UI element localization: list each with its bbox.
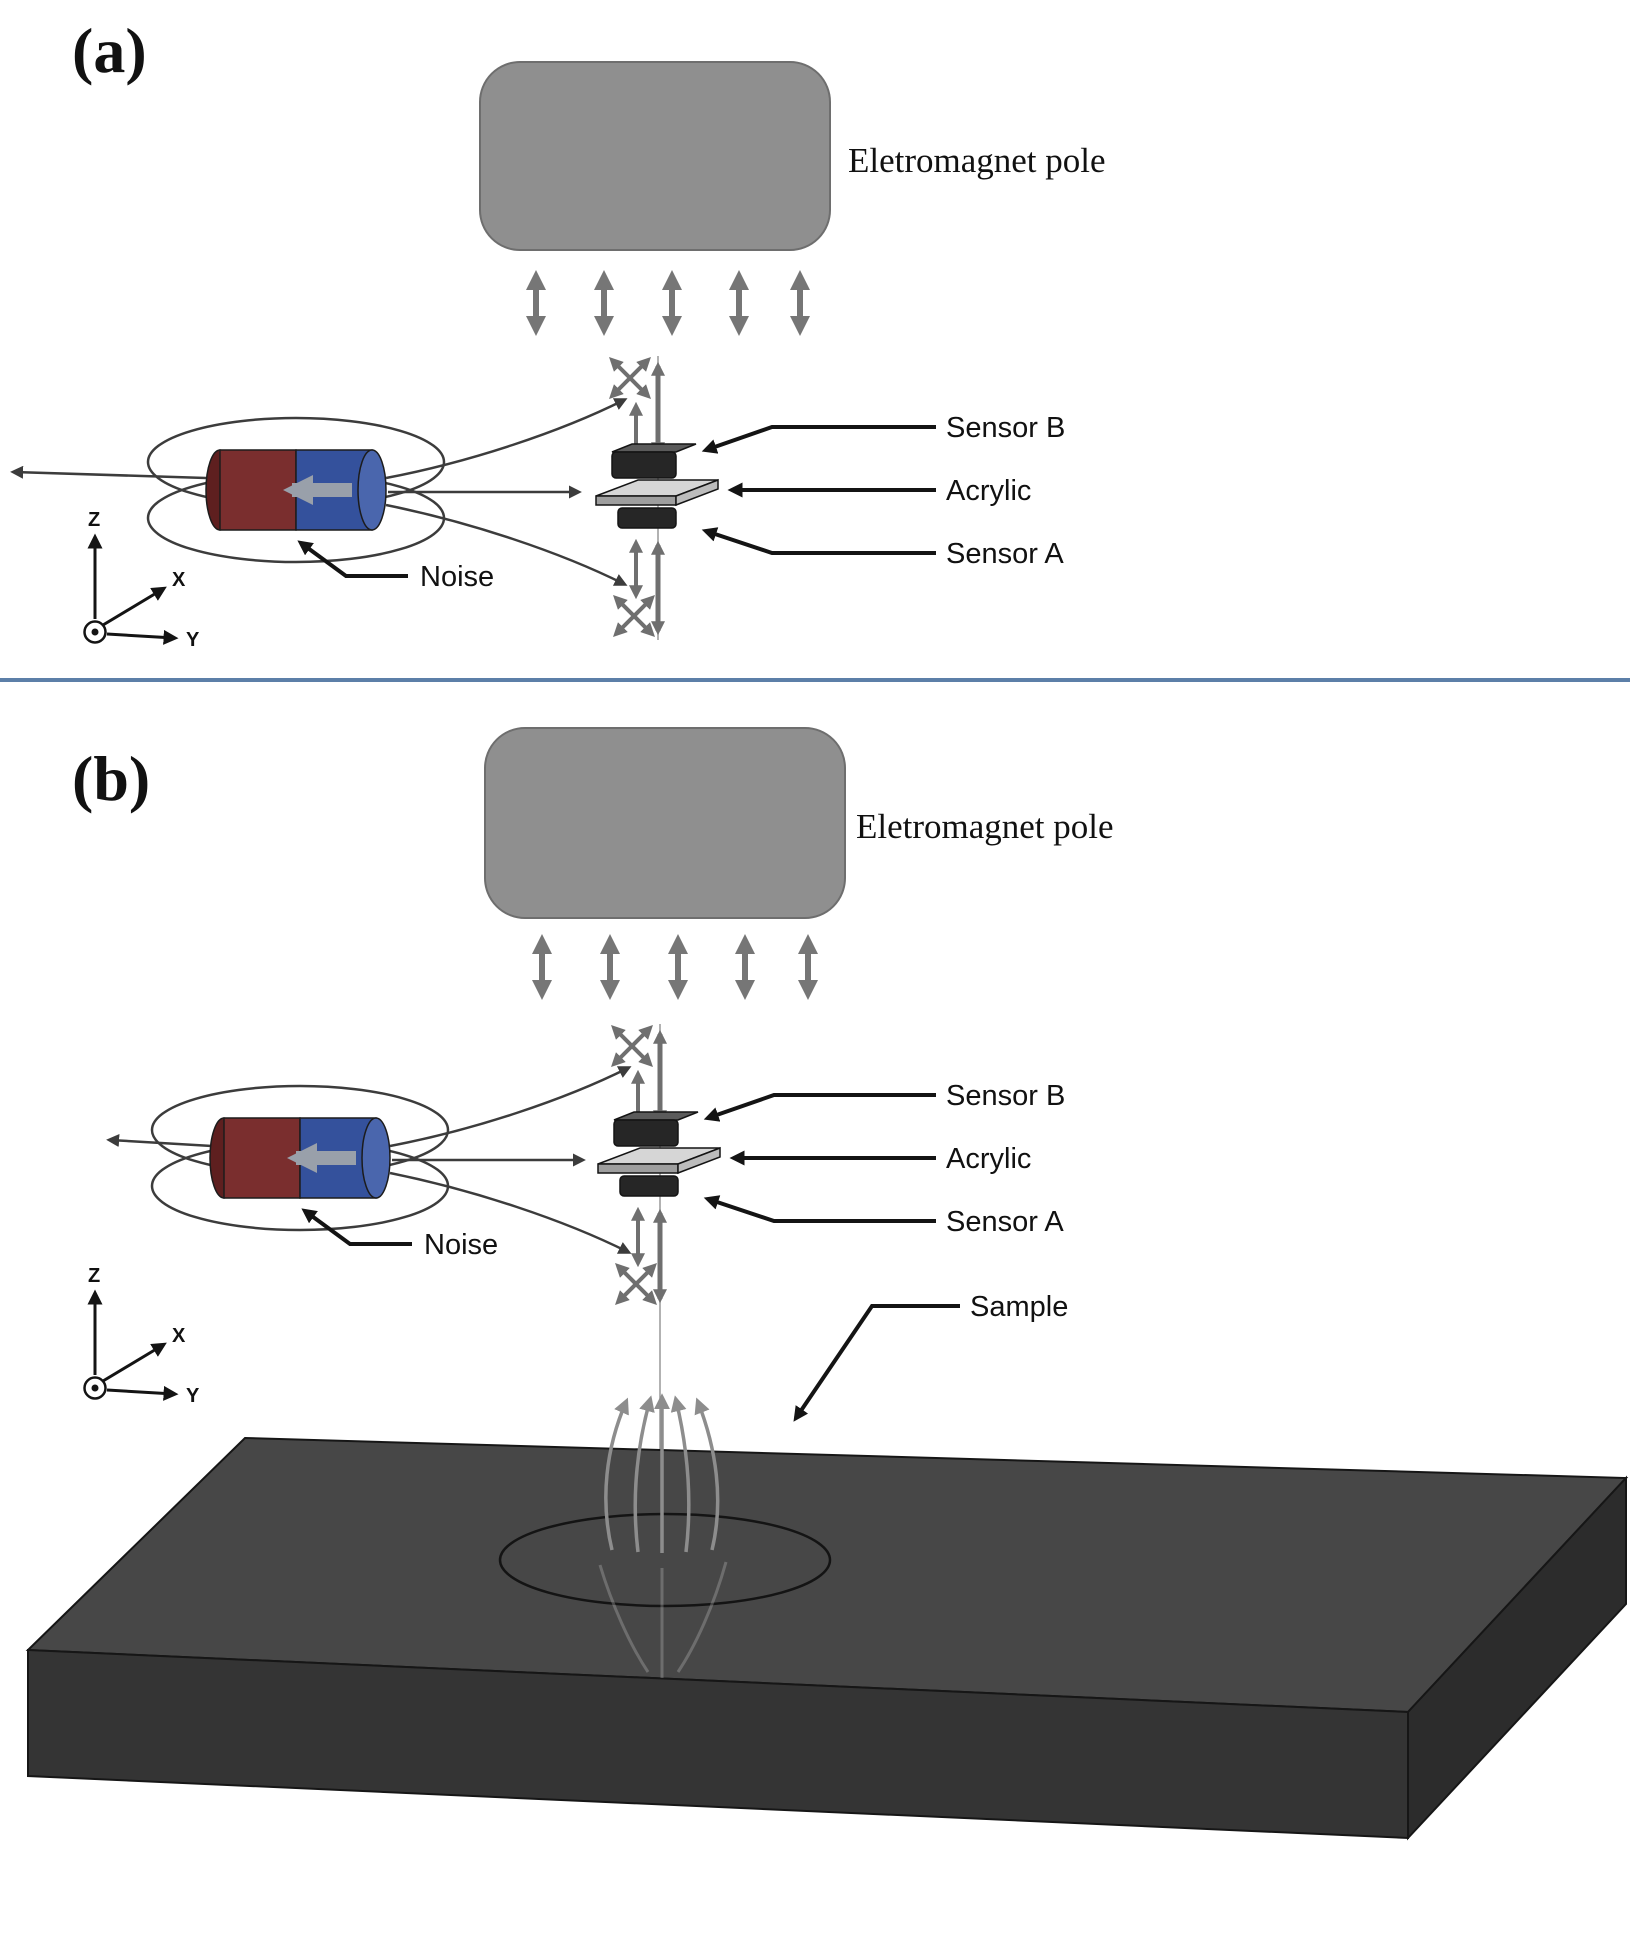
sensor-a-body-a — [617, 507, 677, 529]
electromagnet-pole-label-a: Eletromagnet pole — [848, 141, 1106, 180]
sensor-b-body-b — [613, 1119, 679, 1147]
noise-pointer-a — [297, 540, 408, 578]
sensor-b-pointer-b — [703, 1093, 936, 1122]
axis-y-label-a: Y — [186, 629, 200, 651]
flux-cluster-bottom-b — [615, 1206, 667, 1305]
sensor-assembly-a — [595, 443, 719, 529]
acrylic-plate-front-a — [595, 495, 677, 506]
axis-z-label-a: Z — [88, 509, 100, 531]
magnet-red-half-b — [223, 1117, 301, 1199]
acrylic-label-b: Acrylic — [946, 1143, 1031, 1175]
sample-internal-flux — [598, 1561, 728, 1678]
sample-pointer-b — [793, 1304, 960, 1422]
panel-a-label: (a) — [72, 15, 147, 86]
sample-slab — [25, 1436, 1629, 1841]
sensor-b-label-a: Sensor B — [946, 412, 1065, 444]
electromagnet-pole-label-b: Eletromagnet pole — [856, 807, 1114, 846]
sensor-a-body-b — [619, 1175, 679, 1197]
axis-y-b — [106, 1385, 179, 1401]
noise-magnet-b — [209, 1117, 391, 1199]
panel-b-label: (b) — [72, 743, 150, 814]
axis-y-a — [106, 629, 179, 645]
magnet-right-cap-b — [361, 1117, 391, 1199]
axis-x-a — [102, 586, 167, 627]
magnet-red-half-a — [219, 449, 297, 531]
noise-magnet-a — [205, 449, 387, 531]
axis-x-b — [102, 1342, 167, 1383]
sensor-a-label-b: Sensor A — [946, 1206, 1064, 1238]
pointer-lines-a — [297, 425, 936, 578]
electromagnet-pole-a — [479, 61, 831, 251]
sensor-a-label-a: Sensor A — [946, 538, 1064, 570]
noise-label-b: Noise — [424, 1229, 498, 1261]
axis-y-label-b: Y — [186, 1385, 200, 1407]
acrylic-plate-front-b — [597, 1163, 679, 1174]
sample-label-b: Sample — [970, 1291, 1068, 1323]
pole-field-arrows-a — [526, 270, 810, 336]
sample-flux-fountain — [604, 1393, 720, 1553]
sensor-b-top-b — [613, 1111, 699, 1121]
pointer-lines-b — [301, 1093, 960, 1422]
sensor-b-top-a — [611, 443, 697, 453]
flux-cluster-top-b — [611, 1025, 667, 1131]
sample-flux-ring — [498, 1512, 832, 1608]
axes-origin-dot-a — [91, 628, 99, 636]
sensor-a-pointer-a — [701, 527, 936, 555]
acrylic-label-a: Acrylic — [946, 475, 1031, 507]
panel-b: (b) Eletromagnet pole — [25, 727, 1629, 1841]
axis-z-label-b: Z — [88, 1265, 100, 1287]
panel-a: (a) Eletromagnet pole — [10, 15, 1106, 651]
sensor-b-body-a — [611, 451, 677, 479]
panel-divider — [0, 678, 1630, 682]
sensor-a-pointer-b — [703, 1195, 936, 1223]
noise-label-a: Noise — [420, 561, 494, 593]
coordinate-axes-b — [87, 1289, 179, 1401]
sample-side-face — [1407, 1475, 1627, 1841]
flux-cluster-bottom-a — [613, 538, 665, 637]
sensor-assembly-b — [597, 1111, 721, 1197]
axis-x-label-b: X — [172, 1325, 186, 1347]
pole-field-arrows-b — [532, 934, 818, 1000]
magnet-right-cap-a — [357, 449, 387, 531]
sensor-b-label-b: Sensor B — [946, 1080, 1065, 1112]
axes-origin-dot-b — [91, 1384, 99, 1392]
axis-x-label-a: X — [172, 569, 186, 591]
acrylic-plate-side-b — [677, 1146, 721, 1175]
sensor-b-pointer-a — [701, 425, 936, 454]
electromagnet-pole-b — [484, 727, 846, 919]
acrylic-plate-side-a — [675, 478, 719, 507]
noise-pointer-b — [301, 1208, 412, 1246]
coordinate-axes-a — [87, 533, 179, 645]
